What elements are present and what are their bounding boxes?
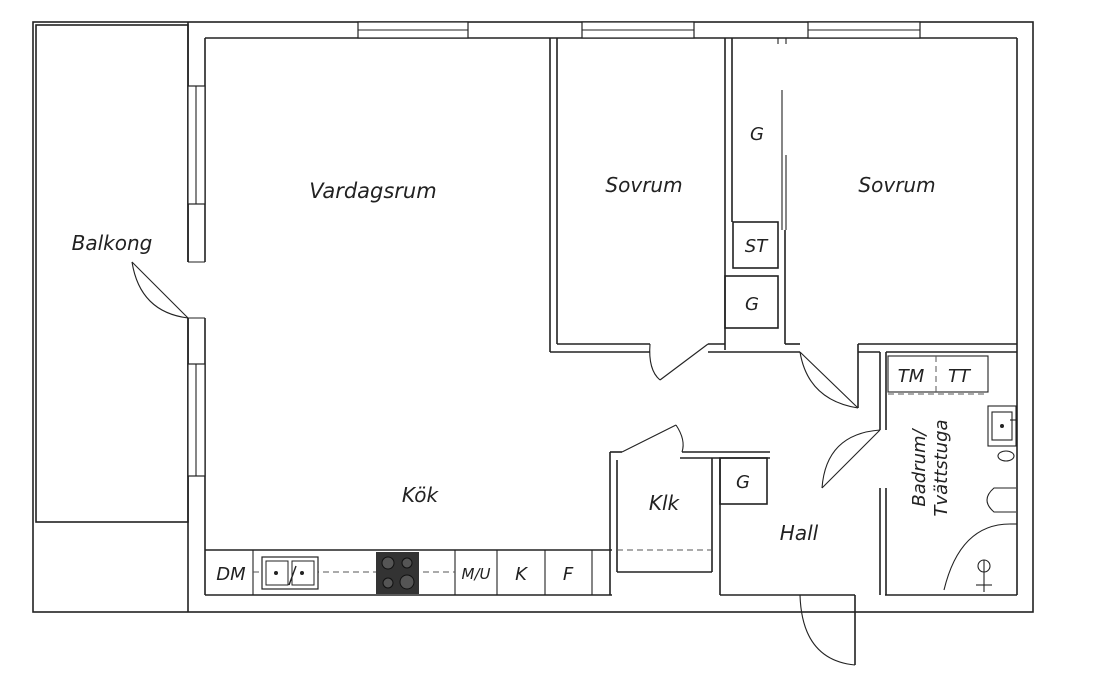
room-label-vardagsrum: Vardagsrum — [309, 179, 436, 203]
room-label-hall: Hall — [780, 521, 819, 545]
room-label-badrum-line1: Badrum/ — [909, 427, 930, 506]
room-label-klk: Klk — [649, 491, 681, 515]
front-door — [799, 594, 856, 666]
room-label-sovrum-1: Sovrum — [605, 173, 682, 197]
stove-icon — [376, 552, 419, 594]
fixture-label-frys: F — [563, 564, 574, 585]
room-label-badrum-line2: Tvättstuga — [931, 419, 952, 516]
room-label-kok: Kök — [402, 483, 440, 507]
balcony-door — [131, 261, 207, 319]
fixture-label-garderob-3: G — [736, 472, 750, 493]
room-label-balkong: Balkong — [72, 231, 153, 255]
fixture-label-garderob-1: G — [750, 124, 764, 145]
fixture-label-tvattmaskin: TM — [898, 366, 925, 387]
fixture-label-garderob-2: G — [745, 294, 759, 315]
hall-walls — [609, 424, 770, 595]
fixture-label-mikro: M/U — [462, 565, 491, 583]
toilet-icon — [986, 450, 1016, 513]
bathroom-walls — [821, 351, 1017, 595]
laundry-machines — [887, 355, 989, 395]
windows — [187, 21, 921, 477]
room-label-sovrum-2: Sovrum — [858, 173, 935, 197]
washbasin-icon — [987, 405, 1017, 447]
room-label-badrum: Badrum/ Tvättstuga — [909, 419, 952, 516]
fixture-label-kyl: K — [515, 564, 528, 585]
fixture-label-stadskap: ST — [745, 236, 769, 257]
bedroom-2-walls — [799, 343, 1017, 409]
sink-icon — [261, 556, 319, 590]
fixture-label-torktumlare: TT — [948, 366, 972, 387]
shower-icon — [943, 523, 1017, 592]
fixture-label-diskmaskin: DM — [216, 564, 246, 585]
wardrobe-block — [724, 38, 800, 345]
